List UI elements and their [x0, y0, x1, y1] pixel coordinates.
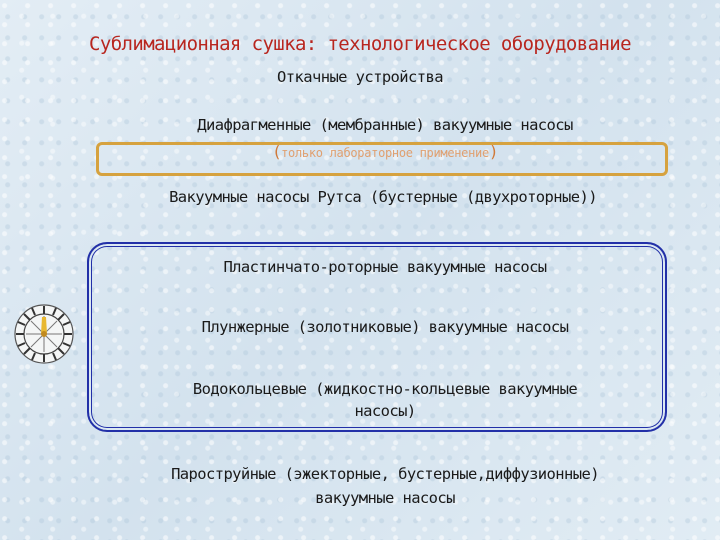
- wheel-icon: [14, 304, 74, 364]
- item-liquid-ring: Водокольцевые (жидкостно-кольцевые вакуу…: [0, 378, 720, 422]
- note-paren-open: (: [272, 142, 282, 161]
- item-diaphragm-note: (только лабораторное применение): [0, 142, 720, 161]
- item-steam-jet: Пароструйные (эжекторные, бустерные,дифф…: [0, 462, 720, 510]
- pump-group-frame: [87, 242, 667, 432]
- note-text: только лабораторное применение: [281, 146, 489, 160]
- slide-subtitle: Откачные устройства: [277, 68, 444, 86]
- item-rotary-vane: Пластинчато-роторные вакуумные насосы: [223, 258, 547, 276]
- highlight-frame: [96, 142, 668, 176]
- item-roots: Вакуумные насосы Рутса (бустерные (двухр…: [169, 188, 597, 206]
- item-steam-jet-line1: Пароструйные (эжекторные, бустерные,дифф…: [171, 465, 599, 483]
- item-plunger: Плунжерные (золотниковые) вакуумные насо…: [201, 318, 569, 336]
- item-liquid-ring-line2: насосы): [354, 402, 416, 420]
- item-liquid-ring-line1: Водокольцевые (жидкостно-кольцевые вакуу…: [192, 380, 578, 398]
- item-diaphragm: Диафрагменные (мембранные) вакуумные нас…: [197, 116, 573, 134]
- item-steam-jet-line2: вакуумные насосы: [315, 489, 455, 507]
- slide-title: Сублимационная сушка: технологическое об…: [89, 33, 632, 55]
- note-paren-close: ): [488, 142, 499, 161]
